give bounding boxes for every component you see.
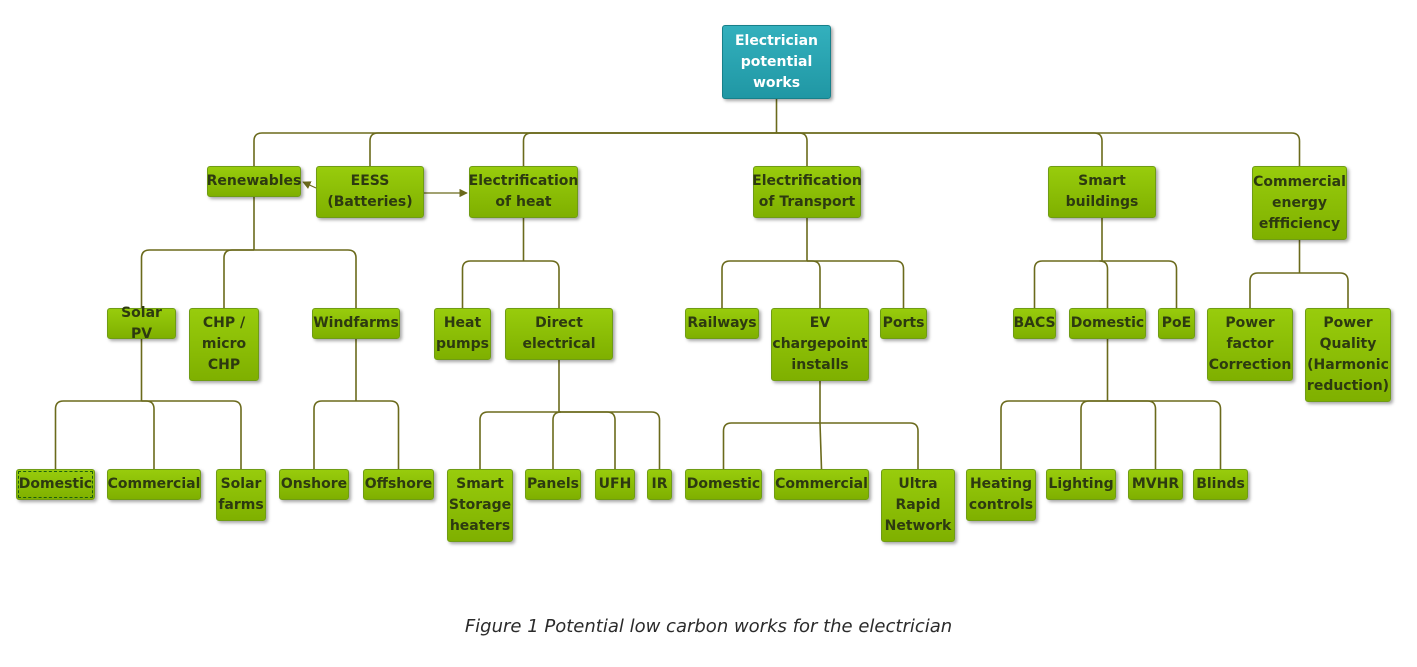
node-solarfarms[interactable]: Solar farms <box>216 469 266 521</box>
node-ultra[interactable]: Ultra Rapid Network <box>881 469 955 542</box>
connector-commercial_eff-pfc <box>1249 272 1300 308</box>
node-onshore[interactable]: Onshore <box>279 469 349 500</box>
node-chp[interactable]: CHP / micro CHP <box>189 308 259 381</box>
node-pv-domestic[interactable]: Domestic <box>16 469 95 500</box>
node-pfc[interactable]: Power factor Correction <box>1207 308 1293 381</box>
connector-domestic_sb-blinds <box>1107 400 1222 469</box>
connector-domestic_sb-lighting <box>1080 400 1108 469</box>
connector-domestic_sb-heating_controls <box>1000 400 1108 469</box>
node-storage-heaters[interactable]: Smart Storage heaters <box>447 469 513 542</box>
connector-smart-domestic_sb <box>1099 260 1109 308</box>
node-ev[interactable]: EV chargepoint installs <box>771 308 869 381</box>
connector-root-eess <box>369 132 777 166</box>
node-ev-domestic[interactable]: Domestic <box>685 469 762 500</box>
connector-root-transport <box>776 132 808 166</box>
node-heating-controls[interactable]: Heating controls <box>966 469 1036 521</box>
connector-root-heat <box>522 132 777 166</box>
connector-solarpv-pv_commercial <box>141 400 155 469</box>
connector-renewables-solarpv <box>140 249 254 308</box>
arrow-eess-to-renewables <box>302 181 317 189</box>
connector-heat-direct <box>523 260 560 308</box>
node-pq[interactable]: Power Quality (Harmonic reduction) <box>1305 308 1391 402</box>
connector-smart-poe <box>1102 260 1178 308</box>
node-pv-commercial[interactable]: Commercial <box>107 469 201 500</box>
connector-renewables-windfarms <box>254 249 357 308</box>
node-transport[interactable]: Electrification of Transport <box>752 166 862 218</box>
node-eess[interactable]: EESS (Batteries) <box>316 166 424 218</box>
connector-transport-ev <box>807 260 821 308</box>
node-poe[interactable]: PoE <box>1158 308 1195 339</box>
node-smart[interactable]: Smart buildings <box>1048 166 1156 218</box>
connector-windfarms-onshore <box>313 400 356 469</box>
connector-root-commercial_eff <box>776 132 1301 166</box>
node-lighting[interactable]: Lighting <box>1046 469 1116 500</box>
connector-solarpv-pv_domestic <box>54 400 142 469</box>
connector-root-smart <box>776 132 1103 166</box>
node-ir[interactable]: IR <box>647 469 672 500</box>
node-mvhr[interactable]: MVHR <box>1128 469 1183 500</box>
connector-windfarms-offshore <box>356 400 400 469</box>
node-renewables[interactable]: Renewables <box>207 166 301 197</box>
connector-root-renewables <box>253 132 777 166</box>
node-heat[interactable]: Electrification of heat <box>469 166 578 218</box>
connector-direct-ufh <box>559 411 616 469</box>
node-panels[interactable]: Panels <box>525 469 581 500</box>
node-heatpumps[interactable]: Heat pumps <box>434 308 491 360</box>
node-commercial-eff[interactable]: Commercial energy effficiency <box>1252 166 1347 240</box>
node-solarpv[interactable]: Solar PV <box>107 305 176 342</box>
connector-transport-ports <box>807 260 905 308</box>
connector-direct-storage_heaters <box>479 411 559 469</box>
connector-domestic_sb-mvhr <box>1107 400 1157 469</box>
node-offshore[interactable]: Offshore <box>363 469 434 500</box>
node-ufh[interactable]: UFH <box>595 469 635 500</box>
figure-caption: Figure 1 Potential low carbon works for … <box>464 616 953 637</box>
connector-renewables-chp <box>223 249 254 308</box>
node-bacs[interactable]: BACS <box>1013 308 1056 339</box>
connector-direct-panels <box>552 411 562 469</box>
node-direct[interactable]: Direct electrical <box>505 308 613 360</box>
connector-commercial_eff-pq <box>1299 272 1349 308</box>
node-ev-commercial[interactable]: Commercial <box>774 469 869 500</box>
connector-transport-railways <box>721 260 807 308</box>
connector-smart-bacs <box>1033 260 1102 308</box>
connector-solarpv-solarfarms <box>141 400 242 469</box>
connector-direct-ir <box>559 411 661 469</box>
node-domestic-sb[interactable]: Domestic <box>1069 308 1146 339</box>
connector-ev-ultra <box>820 422 919 469</box>
node-blinds[interactable]: Blinds <box>1193 469 1248 500</box>
node-windfarms[interactable]: Windfarms <box>312 308 400 339</box>
connector-ev-ev_domestic <box>722 422 820 469</box>
node-ports[interactable]: Ports <box>880 308 927 339</box>
connector-ev-ev_commercial <box>819 422 823 470</box>
connector-heat-heatpumps <box>461 260 524 308</box>
node-root[interactable]: Electrician potential works <box>722 25 831 99</box>
node-railways[interactable]: Railways <box>685 308 759 339</box>
